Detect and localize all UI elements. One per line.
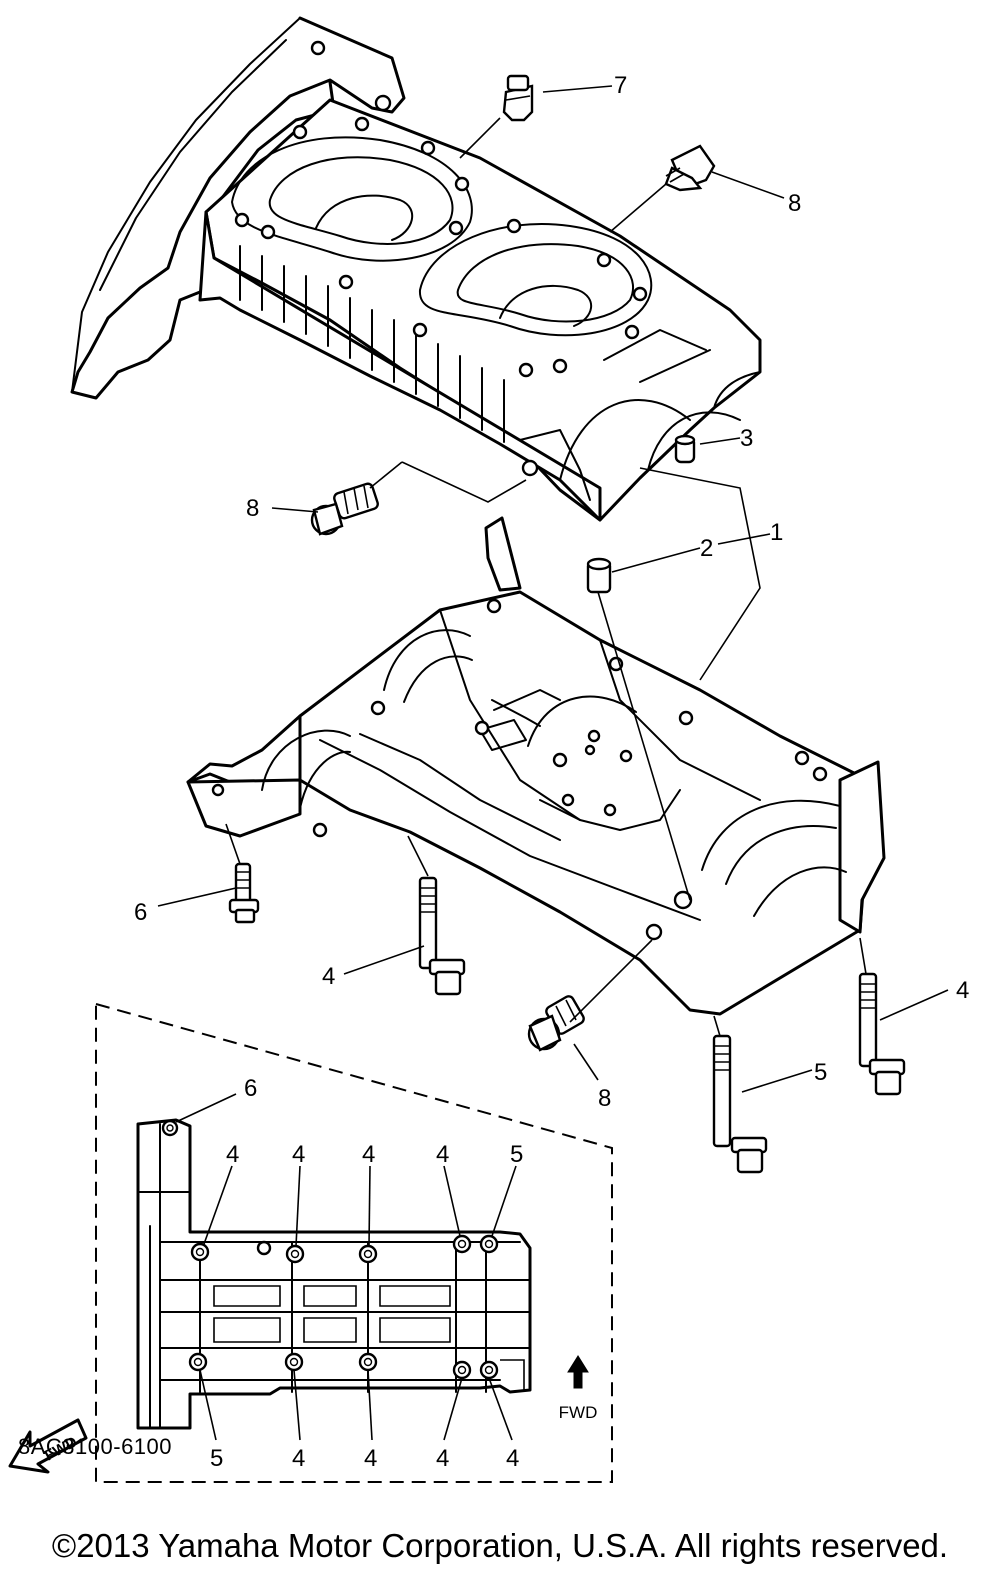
inset-label: 4 <box>364 1445 377 1472</box>
inset-frame <box>95 1002 613 1483</box>
callout-8: 8 <box>246 495 259 522</box>
callouts: 7 8 3 8 2 1 6 4 4 5 8 <box>134 72 969 1112</box>
callout-8: 8 <box>788 190 801 217</box>
long-bolt-4-left <box>418 876 466 996</box>
leader-lines <box>157 85 949 1093</box>
flange-bolt-8-left <box>310 482 379 536</box>
copyright-notice: ©2013 Yamaha Motor Corporation, U.S.A. A… <box>51 1527 949 1564</box>
callout-7: 7 <box>614 72 627 99</box>
callout-8: 8 <box>598 1085 611 1112</box>
lower-stud-holes <box>211 598 828 941</box>
inset-label: 4 <box>362 1141 375 1168</box>
callout-4: 4 <box>322 963 335 990</box>
callout-4: 4 <box>956 977 969 1004</box>
plug-bolt-7 <box>502 74 534 122</box>
long-bolt-5 <box>712 1034 768 1174</box>
inset-label: 4 <box>226 1141 239 1168</box>
dowel-pin-2 <box>586 557 612 594</box>
callout-3: 3 <box>740 425 753 452</box>
inset-label: 6 <box>244 1075 257 1102</box>
inset-label: 4 <box>292 1445 305 1472</box>
diagram-code: 8AC3100-6100 <box>18 1434 173 1459</box>
cylinder-openings <box>231 136 653 337</box>
inset-fwd-label: FWD <box>559 1403 598 1422</box>
callout-1: 1 <box>770 519 783 546</box>
inset-label: 4 <box>506 1445 519 1472</box>
cooling-fins <box>239 245 505 443</box>
inset-label: 5 <box>210 1445 223 1472</box>
long-bolt-4-right <box>858 972 906 1096</box>
upper-crankcase <box>70 16 762 522</box>
bolt-6 <box>228 862 260 924</box>
flange-hole <box>374 94 392 112</box>
inset-bottom-view: 6 4 4 4 4 5 5 4 4 4 4 FWD <box>95 1002 613 1483</box>
flange-bolt-8-bottom <box>527 995 585 1052</box>
inset-label: 4 <box>436 1141 449 1168</box>
dowel-pin-3 <box>674 434 696 464</box>
deck-stud-holes <box>234 116 648 378</box>
boss-hole <box>521 459 539 477</box>
callout-2: 2 <box>700 535 713 562</box>
callout-6: 6 <box>134 899 147 926</box>
lower-crankcase <box>186 516 886 1016</box>
callout-5: 5 <box>814 1059 827 1086</box>
lower-bearing-saddles <box>261 629 847 917</box>
fwd-up-arrow-icon <box>567 1355 589 1389</box>
flange-bolt-8-top <box>664 144 716 192</box>
inset-label: 5 <box>510 1141 523 1168</box>
fwd-arrow-icon <box>8 1418 88 1474</box>
flange-hole <box>310 40 326 56</box>
inset-label: 4 <box>436 1445 449 1472</box>
inset-label: 4 <box>292 1141 305 1168</box>
